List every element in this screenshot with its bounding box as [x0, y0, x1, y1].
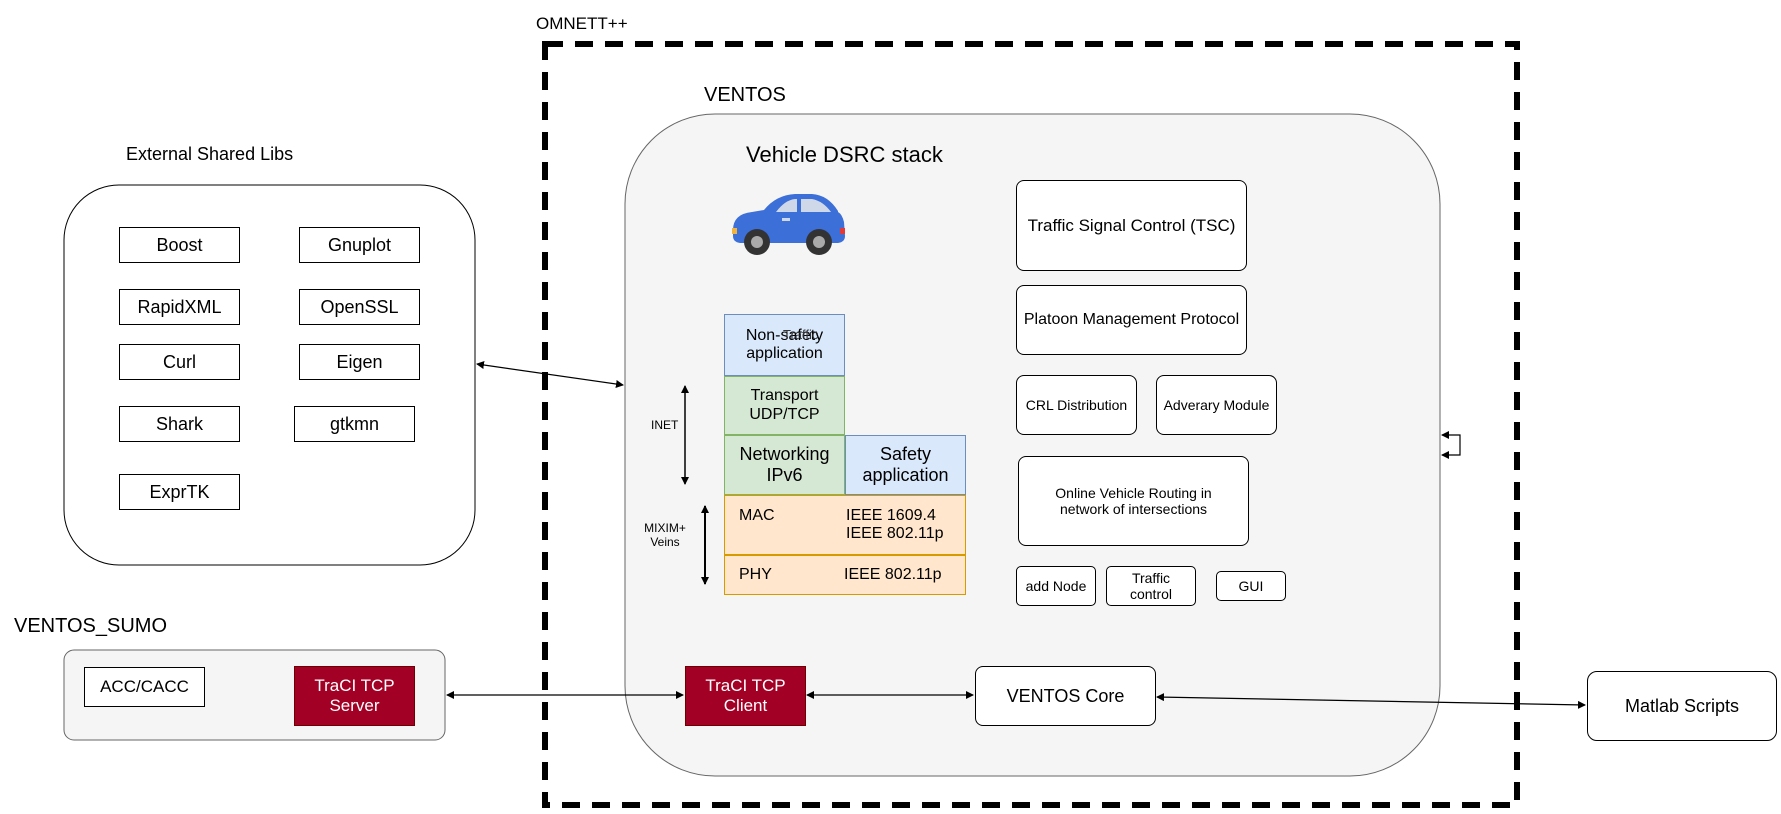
module-traffic-control: Traffic control	[1106, 566, 1196, 606]
stack-mac	[724, 495, 966, 555]
module-add-node: add Node	[1016, 566, 1096, 606]
lib-exprtk: ExprTK	[119, 474, 240, 510]
stack-phy	[724, 555, 966, 595]
lib-shark: Shark	[119, 406, 240, 442]
lib-rapidxml: RapidXML	[119, 289, 240, 325]
module-adversary: Adverary Module	[1156, 375, 1277, 435]
stack-safety-label: Safety application	[862, 444, 949, 485]
module-routing-label: Online Vehicle Routing in network of int…	[1055, 484, 1212, 517]
stack-non-safety: Non-safety application	[724, 314, 845, 376]
stack-phy-std: IEEE 802.11p	[844, 566, 942, 583]
omnett-label: OMNETT++	[536, 14, 628, 33]
lib-boost: Boost	[119, 227, 240, 263]
acc-cacc-box: ACC/CACC	[84, 667, 205, 707]
vehicle-stack-title: Vehicle DSRC stack	[746, 142, 943, 167]
lib-gnuplot: Gnuplot	[299, 227, 420, 263]
ventos-core-box: VENTOS Core	[975, 666, 1156, 726]
ventos-label: VENTOS	[704, 84, 786, 106]
external-libs-label: External Shared Libs	[126, 144, 294, 164]
stack-safety: Safety application	[845, 435, 966, 495]
lib-gtkmn: gtkmn	[294, 406, 415, 442]
module-tsc: Traffic Signal Control (TSC)	[1016, 180, 1247, 271]
stack-networking: Networking IPv6	[724, 435, 845, 495]
core-matlab-connector	[1156, 693, 1586, 709]
module-platoon: Platoon Management Protocol	[1016, 285, 1247, 355]
stack-transport: Transport UDP/TCP	[724, 376, 845, 435]
mixim-veins-label: MIXIM+ Veins	[644, 521, 686, 549]
car-icon	[732, 194, 845, 255]
stack-mac-std: IEEE 1609.4 IEEE 802.11p	[846, 507, 944, 543]
libs-ventos-connector	[476, 361, 624, 388]
module-traffic-control-label: Traffic control	[1129, 569, 1173, 602]
module-crl: CRL Distribution	[1016, 375, 1137, 435]
lib-openssl: OpenSSL	[299, 289, 420, 325]
lib-curl: Curl	[119, 344, 240, 380]
stack-non-safety-overlap: Traffic	[783, 327, 819, 342]
stack-mac-label: MAC	[739, 507, 775, 524]
traci-client-box: TraCI TCP Client	[685, 666, 806, 726]
module-gui: GUI	[1216, 571, 1286, 601]
stack-networking-label: Networking IPv6	[739, 444, 830, 485]
ventos-sumo-label: VENTOS_SUMO	[14, 615, 167, 637]
stack-transport-label: Transport UDP/TCP	[749, 387, 820, 423]
traci-server-box: TraCI TCP Server	[294, 666, 415, 726]
stack-non-safety-label: Non-safety application	[745, 326, 824, 362]
matlab-scripts-box: Matlab Scripts	[1587, 671, 1777, 741]
inet-label: INET	[651, 418, 679, 432]
traci-server-label: TraCI TCP Server	[314, 676, 395, 715]
lib-eigen: Eigen	[299, 344, 420, 380]
stack-phy-label: PHY	[739, 566, 772, 583]
ventos-self-loop	[1441, 431, 1461, 459]
module-routing: Online Vehicle Routing in network of int…	[1018, 456, 1249, 546]
traci-client-label: TraCI TCP Client	[705, 676, 786, 715]
